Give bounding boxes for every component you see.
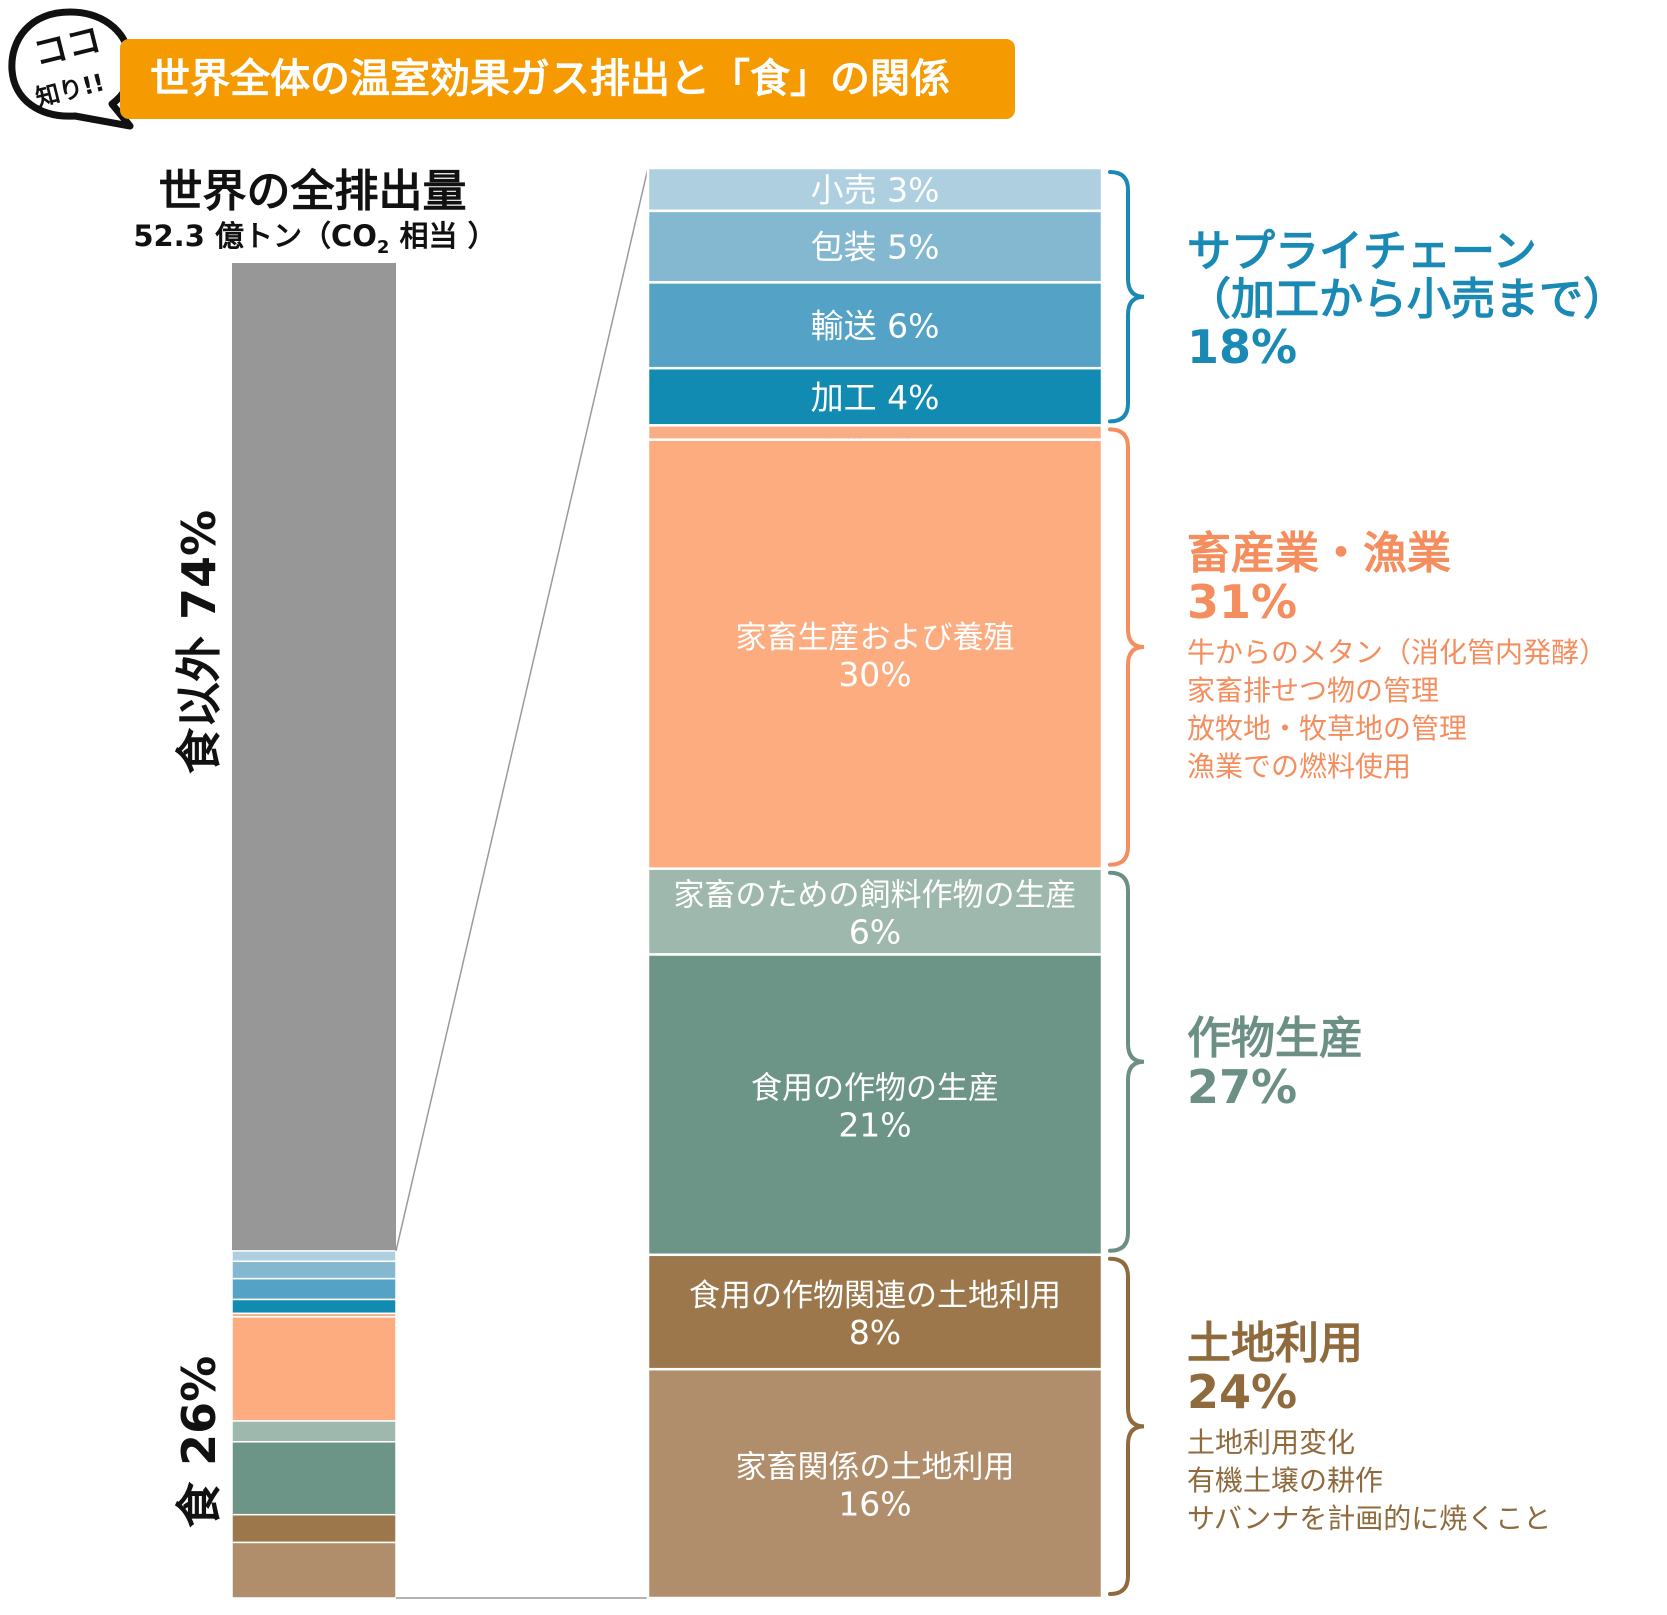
- bar-segment-non-food: [232, 263, 396, 1251]
- group-title-line: サプライチェーン: [1187, 226, 1537, 277]
- breakdown-segment-transport: [646, 281, 1104, 370]
- breakdown-percent-feed_crops: 6%: [849, 913, 901, 952]
- bar-segment-food-processing: [231, 1298, 397, 1315]
- breakdown-segment-fisheries: [646, 424, 1104, 441]
- breakdown-segment-livestock: [646, 438, 1104, 870]
- breakdown-label-retail: 小売 3%: [811, 170, 940, 209]
- breakdown-percent-livestock: 30%: [838, 655, 911, 694]
- bar-segment-food-crop_land: [231, 1513, 397, 1544]
- group-note: 有機土壌の耕作: [1187, 1464, 1384, 1497]
- group-note: 漁業での燃料使用: [1187, 750, 1412, 783]
- breakdown-label-feed_crops: 家畜のための飼料作物の生産: [674, 878, 1077, 914]
- group-brace-2: [1108, 870, 1145, 1253]
- group-notes-3: 土地利用変化有機土壌の耕作サバンナを計画的に焼くこと: [1187, 1424, 1551, 1538]
- total-emissions-title: 世界の全排出量: [158, 166, 467, 217]
- bar-segment-food-food_crops: [231, 1441, 397, 1516]
- breakdown-label-transport: 輸送 6%: [811, 306, 940, 345]
- bar-segment-food-packaging: [231, 1260, 397, 1280]
- group-brace-3: [1108, 1256, 1145, 1596]
- bar-segment-food-feed_crops: [231, 1420, 397, 1443]
- breakdown-percent-crop_land: 8%: [849, 1313, 901, 1352]
- breakdown-label-packaging: 包装 5%: [811, 228, 940, 267]
- group-note: サバンナを計画的に焼くこと: [1187, 1502, 1552, 1535]
- bar-segment-food-retail: [231, 1250, 397, 1263]
- total-subtitle-subscript: 2: [376, 236, 390, 258]
- group-title-line: 土地利用: [1187, 1318, 1363, 1369]
- group-brace-1: [1108, 427, 1145, 867]
- group-percent: 31%: [1187, 574, 1298, 629]
- bar-segment-food-livestock: [231, 1316, 397, 1422]
- group-note: 牛からのメタン（消化管内発酵）: [1187, 636, 1608, 669]
- breakdown-label-crop_land: 食用の作物関連の土地利用: [689, 1278, 1061, 1314]
- breakdown-label-livestock_land: 家畜関係の土地利用: [736, 1450, 1015, 1486]
- bar-segment-food-transport: [231, 1277, 397, 1301]
- breakdown-segment-retail: [646, 166, 1104, 213]
- group-percent: 27%: [1187, 1059, 1298, 1114]
- speech-bubble-icon: [8, 8, 135, 130]
- group-notes-1: 牛からのメタン（消化管内発酵） 家畜排せつ物の管理放牧地・牧草地の管理漁業での燃料…: [1187, 634, 1607, 786]
- connector-line-top: [395, 167, 649, 1252]
- group-note: 放牧地・牧草地の管理: [1187, 712, 1468, 745]
- breakdown-segment-food_crops: [646, 953, 1104, 1257]
- breakdown-percent-food_crops: 21%: [838, 1106, 911, 1145]
- breakdown-label-livestock: 家畜生産および養殖: [736, 620, 1015, 656]
- koko-shiri-badge: ココ 知り!!: [8, 8, 135, 130]
- header-title: 世界全体の温室効果ガス排出と「食」の関係: [120, 39, 1015, 119]
- group-note: 家畜排せつ物の管理: [1187, 674, 1440, 707]
- breakdown-segment-feed_crops: [646, 867, 1104, 956]
- breakdown-segment-processing: [646, 366, 1104, 427]
- group-title-line: 畜産業・漁業: [1187, 528, 1451, 579]
- group-percent: 18%: [1187, 320, 1298, 375]
- group-title-line: （加工から小売まで）: [1187, 273, 1627, 325]
- total-subtitle-prefix: 52.3 億トン（CO: [133, 219, 377, 253]
- breakdown-label-food_crops: 食用の作物の生産: [751, 1071, 999, 1107]
- breakdown-label-processing: 加工 4%: [811, 378, 940, 417]
- group-brace-0: [1108, 170, 1145, 424]
- breakdown-percent-livestock_land: 16%: [838, 1485, 911, 1524]
- total-emissions-subtitle: 52.3 億トン（CO2 相当 ）: [100, 213, 530, 258]
- breakdown-segment-livestock_land: [646, 1367, 1104, 1600]
- breakdown-segment-crop_land: [646, 1253, 1104, 1371]
- group-percent: 24%: [1187, 1364, 1298, 1419]
- breakdown-segment-packaging: [646, 209, 1104, 284]
- non-food-label: 食以外 74%: [172, 510, 226, 774]
- total-subtitle-suffix: 相当 ）: [389, 219, 497, 253]
- food-label: 食 26%: [172, 1356, 226, 1528]
- bar-segment-food-livestock_land: [231, 1541, 397, 1599]
- group-title-line: 作物生産: [1187, 1013, 1363, 1064]
- group-title-0: サプライチェーン（加工から小売まで）18%: [1187, 228, 1627, 373]
- group-note: 土地利用変化: [1187, 1426, 1356, 1459]
